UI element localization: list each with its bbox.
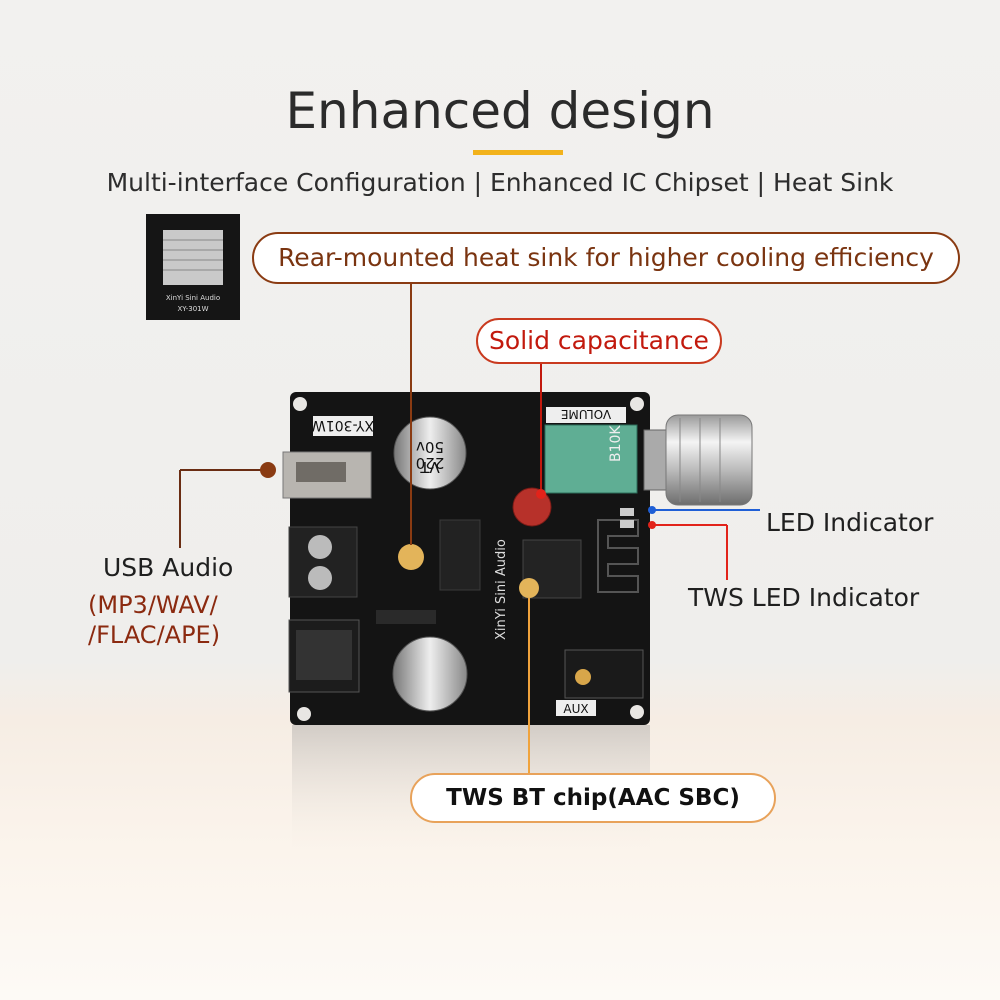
tws-led-indicator-label: TWS LED Indicator — [688, 583, 920, 612]
volume-label-bg — [546, 407, 626, 423]
led-indicator-label: LED Indicator — [766, 508, 934, 537]
page-title: Enhanced design — [285, 82, 715, 140]
model-label-bg — [313, 416, 373, 436]
heat-sink-callout: Rear-mounted heat sink for higher coolin… — [252, 232, 960, 284]
mount-hole — [630, 397, 644, 411]
amp-chip — [439, 519, 481, 591]
bt-antenna — [597, 519, 639, 593]
capacitor-text-1: 220 — [416, 454, 445, 472]
led-dot — [648, 506, 656, 514]
bt-chip-marker — [519, 578, 539, 598]
page-subtitle: Multi-interface Configuration | Enhanced… — [106, 168, 894, 197]
volume-knob — [665, 414, 753, 506]
heat-sink-marker — [398, 544, 424, 570]
capacitor-text-2: 50v — [416, 438, 444, 456]
thumbnail-model: XY-301W — [177, 305, 208, 313]
solid-capacitance-callout: Solid capacitance — [476, 318, 722, 364]
brand-label: XinYi Sini Audio — [494, 539, 509, 640]
capacitance-dot — [536, 489, 546, 499]
mount-hole — [630, 705, 644, 719]
usb-dot — [260, 462, 276, 478]
usb-port-inner — [296, 462, 346, 482]
led — [620, 508, 634, 516]
mount-hole — [297, 707, 311, 721]
usb-audio-label: USB Audio — [103, 553, 234, 582]
screw — [308, 566, 332, 590]
aux-label: AUX — [563, 702, 588, 716]
smd-component — [376, 610, 436, 624]
thumbnail-brand: XinYi Sini Audio — [166, 294, 220, 302]
pot-value: B10K — [608, 425, 624, 462]
model-label: XY-301W — [312, 417, 374, 433]
capacitor-text-3: VT — [419, 458, 439, 476]
volume-label: VOLUME — [561, 407, 611, 421]
title-accent-bar — [473, 150, 563, 155]
capacitor-bottom — [392, 636, 468, 712]
screw — [308, 535, 332, 559]
aux-contact — [575, 669, 591, 685]
usb-formats-line-2: /FLAC/APE) — [88, 621, 221, 649]
volume-pot — [544, 424, 638, 494]
tws-led-dot — [648, 521, 656, 529]
usb-formats-label: (MP3/WAV/ /FLAC/APE) — [88, 590, 220, 650]
mount-hole — [293, 397, 307, 411]
usb-formats-line-1: (MP3/WAV/ — [88, 591, 218, 619]
dc-jack-inner — [296, 630, 352, 680]
heat-sink-fins — [163, 230, 223, 285]
aux-label-bg — [556, 700, 596, 716]
tws-led — [620, 520, 634, 528]
knob-shaft — [643, 429, 669, 491]
tws-bt-chip-callout: TWS BT chip(AAC SBC) — [410, 773, 776, 823]
